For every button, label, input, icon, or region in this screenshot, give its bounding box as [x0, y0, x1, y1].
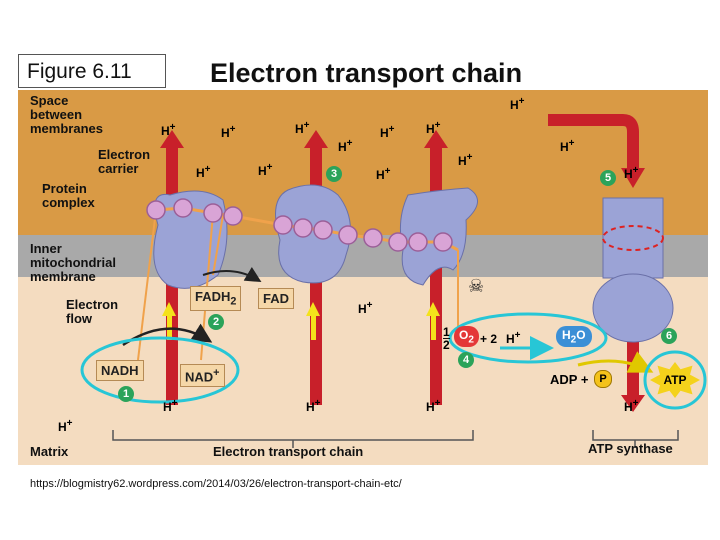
proton: H+: [221, 124, 236, 140]
proton: H+: [295, 120, 310, 136]
step-2: 2: [208, 314, 224, 330]
etc-bracket-label: Electron transport chain: [213, 444, 364, 459]
proton: H+: [161, 122, 176, 138]
proton: H+: [376, 166, 391, 182]
oxygen: O2: [454, 326, 479, 348]
figure-label: Figure 6.11: [18, 54, 166, 88]
proton: H+: [306, 398, 321, 414]
proton: H+: [258, 162, 273, 178]
proton: H+: [358, 300, 373, 316]
proton: H+: [338, 138, 353, 154]
atp-synthase-label: ATP synthase: [588, 441, 673, 456]
atp: ATP: [650, 362, 700, 398]
step-6: 6: [661, 328, 677, 344]
half-fraction: 1 2: [443, 325, 450, 352]
nadh-highlight: [80, 336, 240, 404]
atp-bracket: [592, 430, 679, 448]
proton: H+: [163, 398, 178, 414]
proton: H+: [560, 138, 575, 154]
source-url: https://blogmistry62.wordpress.com/2014/…: [30, 478, 402, 490]
proton: H+: [506, 330, 521, 346]
etc-bracket: [112, 430, 474, 448]
nadh-box: NADH: [96, 360, 144, 381]
poison-icon: ☠: [468, 276, 485, 296]
water-highlight: [448, 312, 608, 364]
diagram-svg: [18, 90, 708, 465]
proton: H+: [458, 152, 473, 168]
proton: H+: [426, 398, 441, 414]
fadh2-box: FADH2: [190, 286, 242, 311]
atp-highlight: [643, 350, 707, 410]
proton: H+: [58, 418, 73, 434]
nad-box: NAD+: [180, 364, 225, 388]
page-title: Electron transport chain: [210, 58, 523, 88]
step-3: 3: [326, 166, 342, 182]
phosphate: P: [594, 370, 612, 388]
matrix-label: Matrix: [30, 444, 69, 459]
inner-membrane: [18, 235, 708, 277]
proton: H+: [196, 164, 211, 180]
electron-carriers: [146, 198, 453, 252]
proton: H+: [624, 165, 639, 181]
proton: H+: [380, 124, 395, 140]
step-4: 4: [458, 352, 474, 368]
fadh2-arrow: [202, 266, 262, 283]
proton: H+: [624, 398, 639, 414]
proton: H+: [510, 96, 525, 112]
water: H2O: [556, 326, 592, 348]
adp-label: ADP +: [550, 372, 589, 387]
step-5: 5: [600, 170, 616, 186]
fad-box: FAD: [258, 288, 294, 309]
plus-two: + 2: [480, 332, 498, 346]
step-1: 1: [118, 386, 134, 402]
proton: H+: [426, 120, 441, 136]
